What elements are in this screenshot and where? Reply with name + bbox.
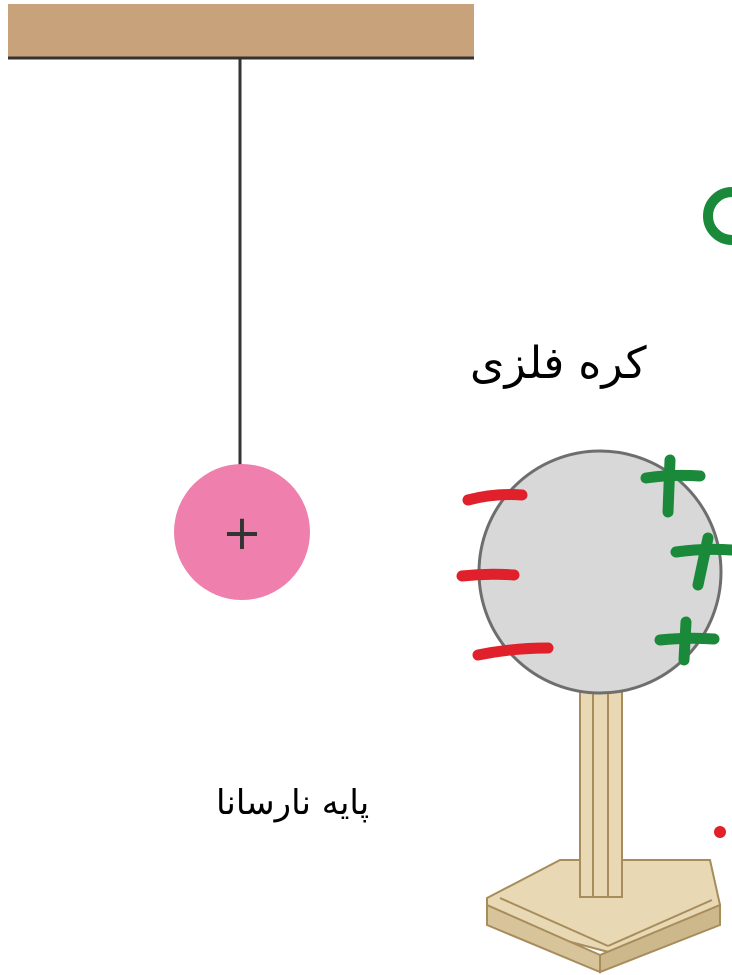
stand-base-edge-2 (607, 899, 713, 947)
negative-charge-3 (472, 642, 554, 661)
insulating-stand-label: پایه نارسانا (216, 783, 370, 823)
pendulum-charge-sign: + (222, 505, 262, 561)
negative-charge-1 (462, 489, 528, 506)
stand-base-edge (499, 897, 609, 947)
positive-charge-3 (654, 616, 720, 666)
negative-charge-2 (456, 568, 520, 582)
green-mark-top (703, 187, 732, 245)
positive-charge-2 (670, 532, 732, 591)
positive-charge-1 (640, 454, 706, 518)
ceiling-beam (8, 4, 474, 58)
metal-sphere-label: کره فلزی (470, 338, 647, 389)
stand-base-side (599, 903, 721, 974)
stand-pole (579, 674, 623, 898)
red-dot (714, 826, 726, 838)
pendulum-ball (174, 464, 310, 600)
